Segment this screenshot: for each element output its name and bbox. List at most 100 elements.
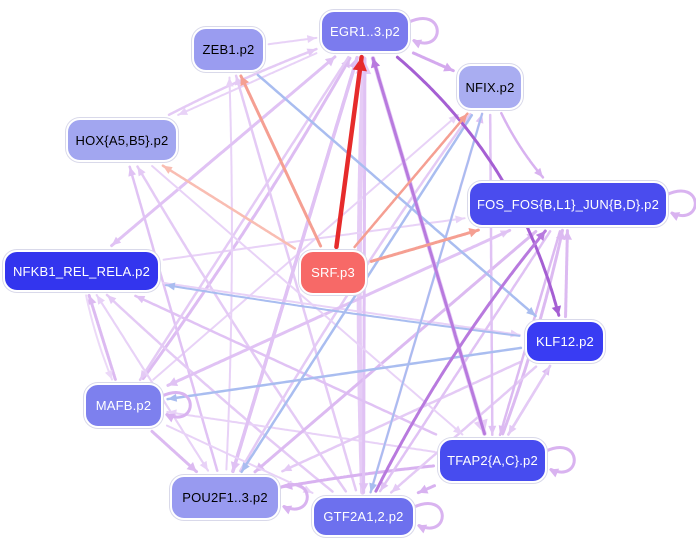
arrowhead-zeb1-klf12 [526, 307, 536, 316]
arrowhead-hox-egr1 [306, 48, 317, 57]
arrowhead-nfix-gtf2a1 [369, 482, 377, 493]
arrowhead-tfap2-egr1 [370, 58, 381, 69]
edge-egr1-pou2f1 [231, 56, 359, 473]
edge-egr1-nfkb1 [110, 55, 337, 247]
arrowhead-klf12-gtf2a1 [391, 483, 401, 493]
arrowhead-hox-tfap2 [452, 425, 463, 435]
edge-egr1-mafb [138, 55, 350, 382]
arrowhead-nfkb1-pou2f1 [199, 460, 208, 471]
self-loop-arrowhead-gtf2a1 [417, 524, 428, 534]
arrowhead-gtf2a1-hox [137, 166, 146, 177]
node-pou2f1[interactable]: POU2F1..3.p2 [170, 475, 280, 520]
arrowhead-fos-mafb [167, 377, 179, 387]
arrowhead-srf-hox [162, 165, 173, 174]
edge-mafb-nfix [152, 113, 459, 381]
self-loop-pou2f1 [276, 483, 309, 511]
node-label-egr1: EGR1..3.p2 [330, 24, 400, 39]
self-loop-arrowhead-mafb [165, 413, 176, 423]
arrowhead-gtf2a1-fos [535, 230, 546, 241]
self-loop-fos [664, 189, 696, 217]
edge-mafb-pou2f1 [150, 429, 198, 474]
self-loop-arrowhead-pou2f1 [282, 505, 293, 515]
arrowhead-srf-fos [468, 228, 479, 238]
node-label-pou2f1: POU2F1..3.p2 [182, 490, 268, 505]
arrowhead-tfap2-nfkb1 [135, 295, 146, 304]
arrowhead-gtf2a1-nfkb1 [107, 295, 117, 305]
edge-fos-pou2f1 [253, 230, 538, 474]
node-label-nfkb1: NFKB1_REL_RELA.p2 [12, 263, 151, 279]
node-nfkb1[interactable]: NFKB1_REL_RELA.p2 [3, 250, 160, 292]
edge-srf-hox [161, 164, 297, 250]
edge-srf-nfix [353, 112, 469, 249]
self-loop-egr1 [406, 17, 439, 45]
arrowhead-zeb1-egr1 [306, 35, 317, 44]
edge-nfkb1-mafb [85, 294, 113, 381]
arrowhead-egr1-pou2f1 [230, 461, 241, 472]
edge-nfkb1-fos [162, 217, 466, 261]
arrowhead-fos-gtf2a1 [380, 481, 389, 492]
edge-nfix-tfap2 [488, 113, 494, 437]
edge-klf12-nfkb1 [164, 284, 521, 337]
edge-egr1-hox [177, 52, 318, 116]
edge-fos-mafb [166, 228, 512, 387]
arrowhead-srf-zeb1 [240, 75, 250, 87]
arrowhead-nfkb1-fos [455, 215, 465, 224]
arrowhead-egr1-mafb [140, 370, 149, 380]
edge-klf12-fos [564, 229, 569, 319]
edge-egr1-klf12 [395, 55, 561, 317]
node-mafb[interactable]: MAFB.p2 [84, 383, 163, 428]
arrowhead-mafb-nfkb1 [87, 295, 97, 306]
node-tfap2[interactable]: TFAP2{A,C}.p2 [438, 438, 547, 483]
arrowhead-srf-egr1 [352, 57, 367, 72]
arrowhead-klf12-tfap2 [508, 424, 517, 435]
node-fos[interactable]: FOS_FOS{B,L1}_JUN{B,D}.p2 [468, 181, 668, 227]
arrowhead-egr1-klf12 [551, 305, 562, 316]
edge-gtf2a1-nfkb1 [105, 293, 334, 493]
edge-srf-fos [369, 228, 480, 263]
self-loop-mafb [159, 391, 192, 419]
node-egr1[interactable]: EGR1..3.p2 [320, 10, 410, 53]
self-loop-arrowhead-fos [670, 212, 681, 221]
arrowhead-tfap2-gtf2a1 [418, 484, 429, 494]
arrowhead-nfkb1-mafb [104, 369, 113, 380]
node-klf12[interactable]: KLF12.p2 [525, 320, 605, 363]
node-srf[interactable]: SRF.p3 [299, 250, 367, 295]
arrowhead-pou2f1-zeb1 [225, 77, 234, 87]
edge-klf12-tfap2 [507, 364, 552, 436]
edge-gtf2a1-fos [374, 229, 547, 493]
node-label-fos: FOS_FOS{B,L1}_JUN{B,D}.p2 [476, 196, 660, 212]
edge-srf-egr1 [334, 54, 364, 250]
node-label-nfix: NFIX.p2 [465, 79, 515, 95]
arrowhead-mafb-pou2f1 [186, 462, 197, 472]
edge-nfix-fos [500, 111, 545, 179]
arrowhead-nfix-tfap2 [488, 425, 497, 435]
arrowhead-klf12-fos [562, 230, 573, 240]
node-label-zeb1: ZEB1.p2 [202, 42, 255, 57]
arrowhead-egr1-hox [178, 107, 189, 115]
arrowhead-nfix-fos [534, 167, 543, 178]
arrowhead-egr1-gtf2a1 [358, 483, 369, 493]
arrowhead-nfix-pou2f1 [241, 462, 250, 472]
self-loop-arrowhead-egr1 [412, 39, 423, 49]
arrowhead-pou2f1-hox [128, 166, 137, 177]
edge-srf-zeb1 [239, 74, 323, 248]
edge-nfix-gtf2a1 [369, 112, 484, 494]
self-loop-arrowhead-tfap2 [549, 468, 560, 478]
edge-tfap2-nfkb1 [134, 294, 438, 436]
arrowhead-klf12-nfkb1 [165, 282, 176, 291]
node-label-hox: HOX{A5,B5}.p2 [75, 132, 169, 148]
self-loop-gtf2a1 [411, 502, 444, 530]
arrowhead-srf-nfix [458, 113, 468, 124]
edge-nfkb1-klf12 [162, 281, 521, 336]
edge-klf12-gtf2a1 [389, 365, 538, 494]
node-hox[interactable]: HOX{A5,B5}.p2 [66, 118, 178, 162]
arrowhead-egr1-nfkb1 [111, 236, 122, 246]
node-nfix[interactable]: NFIX.p2 [457, 64, 523, 110]
node-gtf2a1[interactable]: GTF2A1,2.p2 [312, 496, 415, 537]
edge-mafb-gtf2a1 [166, 424, 314, 494]
edge-mafb-nfkb1 [87, 293, 117, 381]
arrowhead-fos-tfap2 [498, 425, 507, 435]
edge-tfap2-pou2f1 [281, 464, 436, 489]
node-zeb1[interactable]: ZEB1.p2 [192, 27, 265, 72]
